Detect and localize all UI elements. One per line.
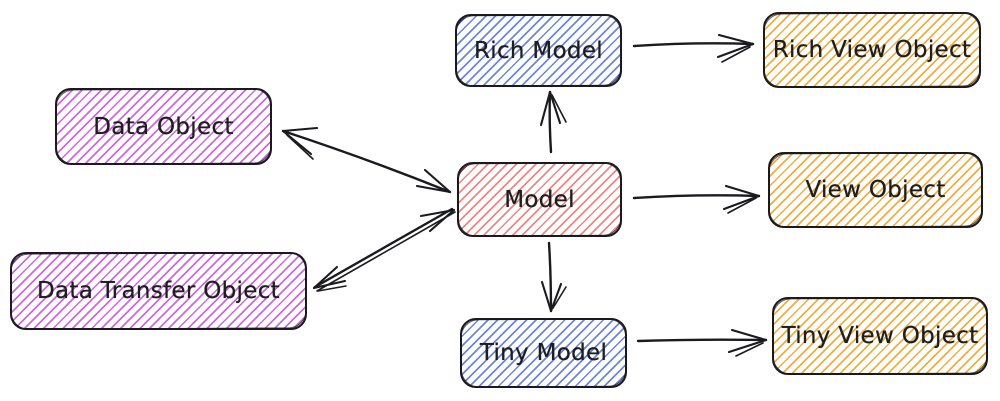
- node-tiny-view-object[interactable]: Tiny View Object: [772, 297, 988, 375]
- node-rich-view-object[interactable]: Rich View Object: [763, 12, 981, 88]
- node-tiny-model[interactable]: Tiny Model: [460, 318, 627, 388]
- node-data-object-label: Data Object: [93, 113, 234, 140]
- node-model-label: Model: [504, 186, 575, 213]
- node-data-object[interactable]: Data Object: [55, 88, 272, 165]
- edge-model-tiny-model[interactable]: [540, 241, 567, 313]
- node-rich-view-object-label: Rich View Object: [772, 37, 972, 63]
- node-view-object-label: View Object: [805, 177, 946, 203]
- node-rich-model[interactable]: Rich Model: [455, 14, 622, 87]
- node-rich-model-label: Rich Model: [474, 37, 603, 64]
- node-model[interactable]: Model: [457, 162, 622, 237]
- edge-rich-model-rich-view-object[interactable]: [632, 33, 755, 63]
- edge-model-data-transfer-object[interactable]: [312, 207, 456, 292]
- edge-model-view-object[interactable]: [632, 184, 761, 214]
- node-tiny-view-object-label: Tiny View Object: [781, 323, 979, 349]
- node-tiny-model-label: Tiny Model: [479, 340, 608, 366]
- edge-model-rich-model[interactable]: [539, 90, 567, 154]
- node-data-transfer-object[interactable]: Data Transfer Object: [10, 252, 307, 330]
- edge-tiny-model-tiny-view-object[interactable]: [636, 328, 768, 357]
- edge-model-data-object[interactable]: [281, 126, 452, 194]
- node-view-object[interactable]: View Object: [768, 152, 983, 228]
- node-data-transfer-object-label: Data Transfer Object: [37, 278, 280, 304]
